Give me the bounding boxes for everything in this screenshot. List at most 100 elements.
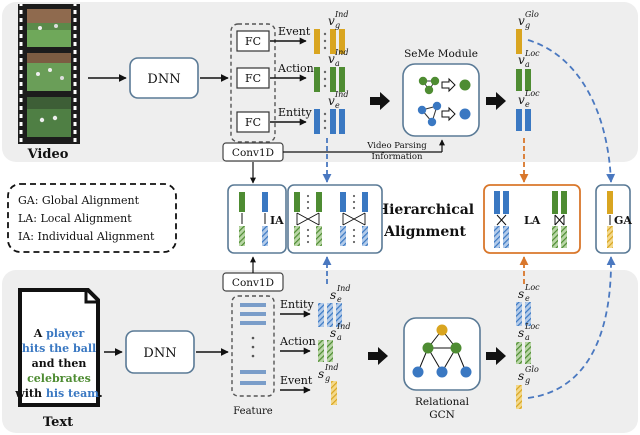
label-v-e-ind: v e Ind bbox=[328, 90, 348, 110]
ia-right-graph bbox=[294, 192, 368, 246]
video-dnn-label: DNN bbox=[147, 72, 180, 87]
legend-la: LA: Local Alignment bbox=[18, 212, 132, 225]
text-action-features bbox=[318, 340, 333, 362]
svg-text:Ind: Ind bbox=[324, 363, 338, 372]
label-s-e-loc: s e Loc bbox=[518, 283, 540, 303]
seme-module-label: SeMe Module bbox=[404, 48, 478, 60]
svg-text:a: a bbox=[525, 60, 530, 69]
video-frame-1 bbox=[27, 9, 71, 47]
legend-ia: IA: Individual Alignment bbox=[18, 230, 155, 243]
legend-box bbox=[7, 183, 177, 253]
svg-text:a: a bbox=[335, 59, 340, 68]
video-parsing-line2: Information bbox=[371, 152, 423, 162]
svg-text:v: v bbox=[518, 14, 525, 28]
label-s-a-ind: s a Ind bbox=[330, 322, 350, 342]
text-conv1d-label: Conv1D bbox=[232, 277, 274, 289]
to-seme-arrow bbox=[370, 92, 390, 110]
ia-left-pair bbox=[239, 192, 268, 246]
svg-text:e: e bbox=[337, 295, 342, 304]
video-parsing-line1: Video Parsing bbox=[366, 141, 427, 151]
ga-features bbox=[607, 191, 613, 248]
text-sentence: A player hits the ball and then celebrat… bbox=[14, 327, 102, 400]
label-s-g-glo: s g Glo bbox=[518, 365, 539, 385]
seme-graph bbox=[417, 76, 471, 127]
label-v-e-loc: v e Loc bbox=[518, 89, 540, 109]
ga-video-dashed bbox=[527, 39, 616, 183]
svg-text:g: g bbox=[525, 21, 530, 30]
video-local-action-features bbox=[516, 69, 531, 91]
svg-text:A player: A player bbox=[33, 327, 85, 340]
svg-text:Glo: Glo bbox=[525, 365, 539, 374]
label-v-g-glo: v g Glo bbox=[518, 10, 539, 30]
svg-text:celebrates: celebrates bbox=[27, 372, 91, 385]
svg-text:FC: FC bbox=[245, 116, 261, 129]
video-event-features bbox=[314, 29, 345, 54]
video-global-feature bbox=[516, 29, 522, 54]
video-frame-3 bbox=[27, 97, 71, 137]
svg-text:Ind: Ind bbox=[334, 48, 348, 57]
text-output-entity: Entity bbox=[280, 298, 314, 311]
svg-text:and then: and then bbox=[32, 357, 87, 370]
svg-text:s: s bbox=[518, 287, 524, 301]
video-frame-2 bbox=[27, 53, 71, 91]
svg-text:with his team.: with his team. bbox=[14, 387, 102, 400]
svg-text:s: s bbox=[330, 288, 336, 302]
fc-box-entity: FC bbox=[236, 111, 270, 133]
svg-text:hits the ball: hits the ball bbox=[22, 342, 96, 355]
label-v-g-ind: v g Ind bbox=[328, 10, 348, 30]
ia-label: IA bbox=[270, 214, 284, 227]
svg-text:Loc: Loc bbox=[524, 49, 540, 58]
svg-text:g: g bbox=[325, 374, 330, 383]
video-output-event: Event bbox=[278, 25, 311, 38]
gcn-label-line2: GCN bbox=[429, 409, 455, 421]
svg-text:s: s bbox=[330, 326, 336, 340]
label-s-e-ind: s e Ind bbox=[330, 284, 350, 304]
svg-text:g: g bbox=[335, 21, 340, 30]
svg-text:Loc: Loc bbox=[524, 89, 540, 98]
gcn-graph bbox=[412, 324, 472, 378]
text-document-icon bbox=[18, 288, 100, 407]
text-global-feature bbox=[516, 385, 522, 409]
text-entity-features bbox=[318, 303, 342, 327]
svg-text:Glo: Glo bbox=[525, 10, 539, 19]
svg-text:s: s bbox=[318, 367, 324, 381]
svg-text:a: a bbox=[525, 333, 530, 342]
svg-text:Ind: Ind bbox=[336, 284, 350, 293]
text-dnn-box bbox=[125, 330, 195, 374]
svg-text:v: v bbox=[518, 53, 525, 67]
feature-bars bbox=[240, 303, 266, 385]
legend-ga: GA: Global Alignment bbox=[18, 194, 140, 207]
svg-text:s: s bbox=[518, 369, 524, 383]
svg-text:Ind: Ind bbox=[334, 10, 348, 19]
svg-text:Loc: Loc bbox=[524, 322, 540, 331]
fc-box-event: FC bbox=[236, 30, 270, 52]
svg-text:Ind: Ind bbox=[334, 90, 348, 99]
feature-group bbox=[231, 295, 275, 397]
video-output-action: Action bbox=[277, 62, 314, 75]
ia-box-right bbox=[287, 184, 383, 254]
text-label: Text bbox=[43, 415, 73, 430]
feature-label: Feature bbox=[233, 406, 273, 417]
svg-text:v: v bbox=[518, 93, 525, 107]
la-features bbox=[494, 191, 567, 248]
video-entity-features bbox=[314, 109, 345, 134]
video-conv1d-label: Conv1D bbox=[232, 147, 274, 159]
video-output-entity: Entity bbox=[278, 106, 312, 119]
svg-text:v: v bbox=[328, 14, 335, 28]
video-dnn-box bbox=[129, 57, 199, 99]
seme-module-box bbox=[402, 63, 480, 137]
video-film-strip bbox=[18, 4, 80, 144]
ga-text-dashed bbox=[527, 256, 616, 399]
svg-text:a: a bbox=[337, 333, 342, 342]
svg-text:FC: FC bbox=[245, 72, 261, 85]
hierarchical-title-line1: Hierarchical bbox=[376, 202, 474, 218]
hierarchical-title-line2: Alignment bbox=[383, 224, 466, 240]
video-local-entity-features bbox=[516, 109, 531, 131]
text-output-event: Event bbox=[280, 374, 313, 387]
label-v-a-ind: v a Ind bbox=[328, 48, 348, 68]
video-label: Video bbox=[27, 147, 69, 162]
from-seme-arrow bbox=[486, 92, 506, 110]
svg-text:Loc: Loc bbox=[524, 283, 540, 292]
text-local-action-features bbox=[516, 342, 531, 364]
